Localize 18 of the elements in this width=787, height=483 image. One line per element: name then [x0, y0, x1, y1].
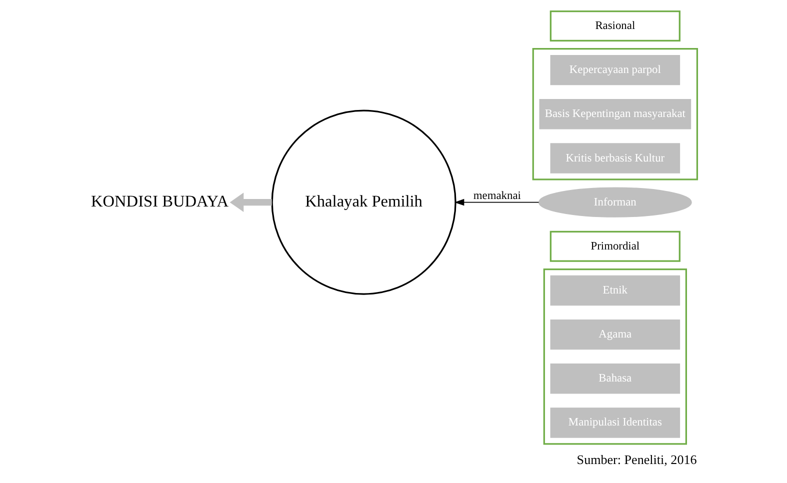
node-box: Basis Kepentingan masyarakat [538, 99, 691, 130]
node-text: KONDISI BUDAYA [90, 191, 228, 210]
node-box: Manipulasi Identitas [550, 408, 680, 438]
node-box: Primordial [549, 230, 680, 262]
node-box: Etnik [550, 275, 680, 306]
node-box: Agama [550, 319, 680, 350]
node-circle: Khalayak Pemilih [270, 110, 456, 295]
cluster [542, 268, 686, 445]
edge-label: memaknai [472, 190, 520, 202]
arrow [454, 198, 539, 206]
node-box: Kepercayaan parpol [550, 54, 680, 86]
caption: Sumber: Peneliti, 2016 [576, 452, 696, 468]
cluster [532, 48, 698, 180]
node-box: Bahasa [550, 364, 680, 394]
node-box: Kritis berbasis Kultur [550, 143, 680, 174]
arrow [229, 192, 272, 212]
node-ellipse: Informan [538, 187, 692, 218]
node-box: Rasional [549, 10, 680, 42]
